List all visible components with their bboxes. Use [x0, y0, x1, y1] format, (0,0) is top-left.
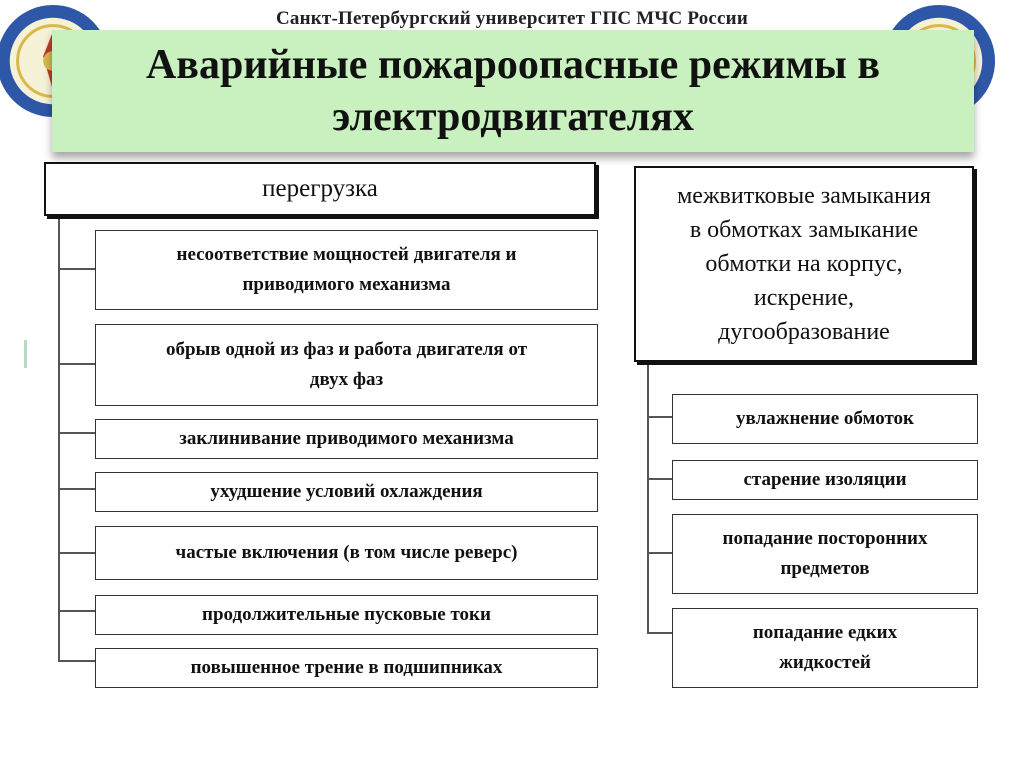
cause-text-line: частые включения (в том числе реверс) [175, 542, 518, 563]
overload-cause-box: несоответствие мощностей двигателя и при… [95, 230, 598, 310]
slide-title: Аварийные пожароопасные режимы в электро… [52, 30, 974, 152]
right-connector [647, 552, 673, 554]
left-connector [58, 660, 96, 662]
heading-text-line: дугообразование [718, 319, 890, 345]
cause-text-line: попадание посторонних [722, 528, 928, 549]
overload-cause-box: частые включения (в том числе реверс) [95, 526, 598, 580]
overload-cause-box: повышенное трение в подшипниках [95, 648, 598, 688]
title-line-2: электродвигателях [332, 94, 694, 140]
left-trunk-line [58, 218, 60, 662]
heading-text-line: в обмотках замыкание [689, 217, 919, 243]
left-connector [58, 363, 96, 365]
cause-text-line: попадание едких [752, 622, 898, 643]
cause-text-line: приводимого механизма [242, 274, 451, 295]
heading-text-line: обмотки на корпус, [705, 251, 903, 277]
cause-text-line: несоответствие мощностей двигателя и [176, 244, 517, 265]
left-connector [58, 488, 96, 490]
cause-text-line: увлажнение обмоток [736, 408, 914, 429]
decorative-bar [24, 340, 27, 368]
cause-text-line: продолжительные пусковые токи [202, 604, 491, 625]
cause-text-line: заклинивание приводимого механизма [179, 428, 514, 449]
left-connector [58, 268, 96, 270]
cause-text-line: жидкостей [779, 652, 871, 673]
interturn-heading-box: межвитковые замыкания в обмотках замыкан… [634, 166, 974, 362]
university-name: Санкт-Петербургский университет ГПС МЧС … [276, 8, 748, 29]
right-connector [647, 478, 673, 480]
overload-cause-box: обрыв одной из фаз и работа двигателя от… [95, 324, 598, 406]
right-connector [647, 632, 673, 634]
left-connector [58, 432, 96, 434]
cause-text-line: старение изоляции [743, 469, 907, 490]
interturn-cause-box: старение изоляции [672, 460, 978, 500]
left-connector [58, 610, 96, 612]
heading-text-line: искрение, [753, 285, 855, 311]
overload-cause-box: заклинивание приводимого механизма [95, 419, 598, 459]
overload-heading: перегрузка [262, 175, 378, 202]
cause-text-line: предметов [780, 558, 870, 579]
heading-text-line: межвитковые замыкания [677, 183, 931, 209]
interturn-cause-box: попадание едких жидкостей [672, 608, 978, 688]
cause-text-line: повышенное трение в подшипниках [190, 657, 503, 678]
overload-cause-box: ухудшение условий охлаждения [95, 472, 598, 512]
title-line-1: Аварийные пожароопасные режимы в [145, 42, 881, 88]
cause-text-line: двух фаз [309, 369, 384, 390]
cause-text-line: обрыв одной из фаз и работа двигателя от [165, 339, 528, 360]
left-connector [58, 552, 96, 554]
overload-heading-box: перегрузка [44, 162, 596, 216]
right-trunk-line [647, 364, 649, 634]
cause-text-line: ухудшение условий охлаждения [210, 481, 483, 502]
overload-cause-box: продолжительные пусковые токи [95, 595, 598, 635]
interturn-cause-box: увлажнение обмоток [672, 394, 978, 444]
interturn-cause-box: попадание посторонних предметов [672, 514, 978, 594]
right-connector [647, 416, 673, 418]
